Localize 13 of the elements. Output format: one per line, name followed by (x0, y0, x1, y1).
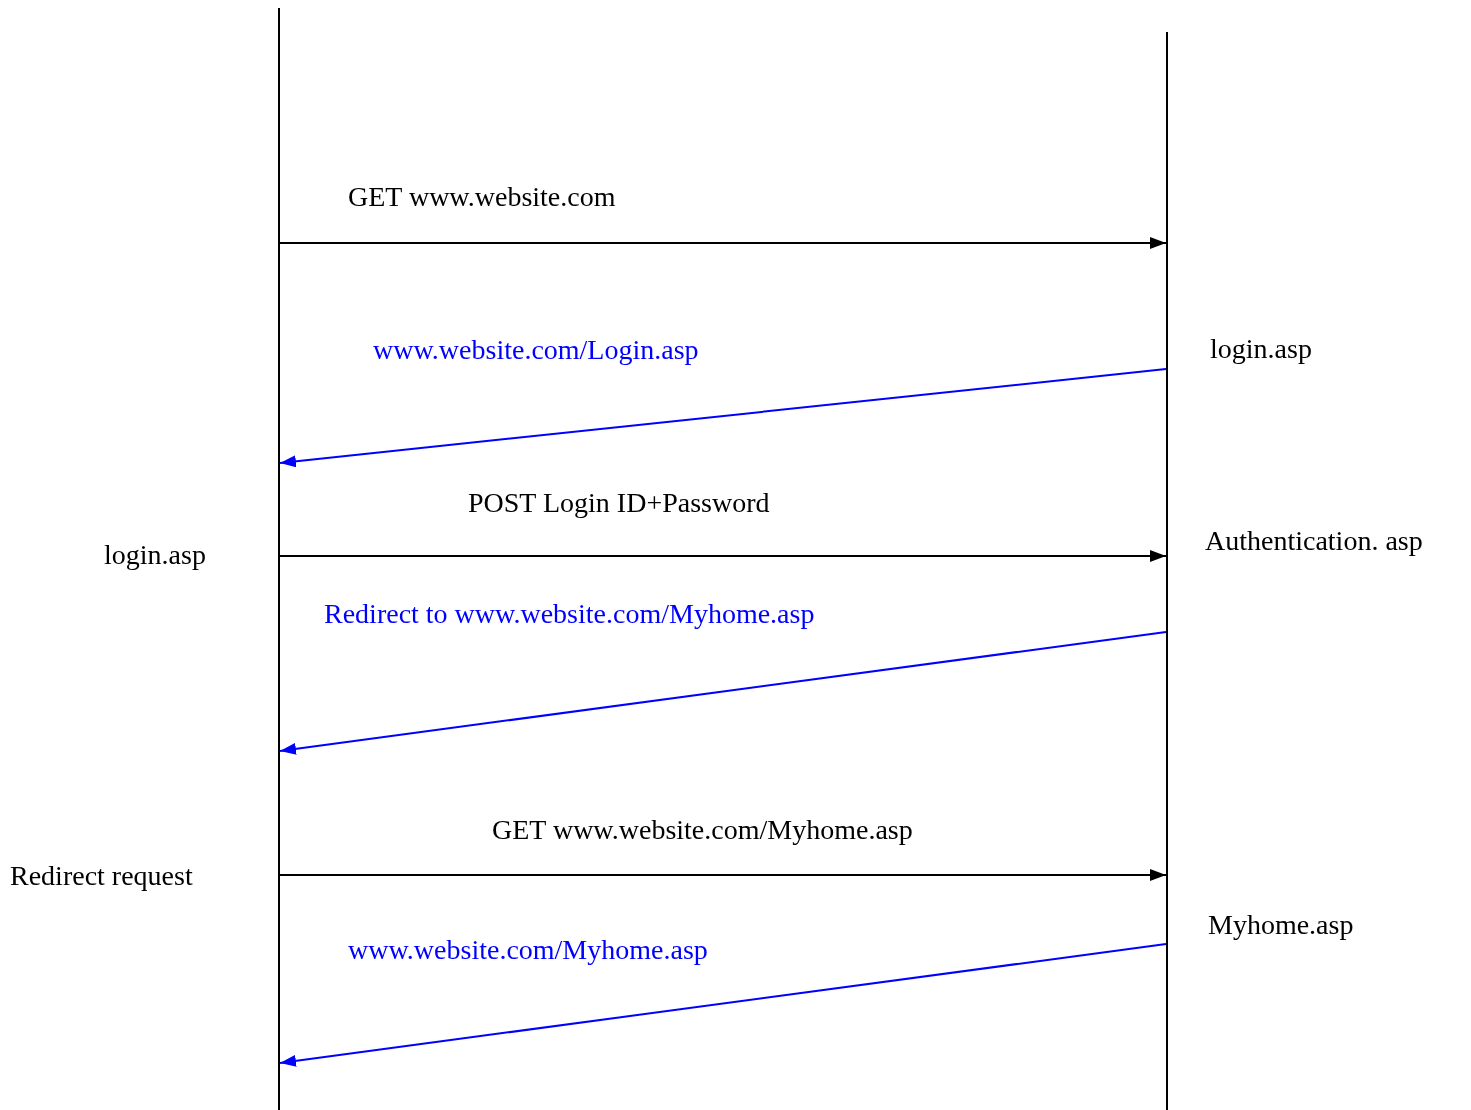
message-arrow (279, 943, 1167, 1067)
annotation-text: Redirect request (10, 860, 193, 892)
message-arrow (279, 550, 1167, 562)
message-arrow (279, 869, 1167, 881)
annotation-text: login.asp (104, 539, 206, 571)
annotation-text: Authentication. asp (1205, 525, 1423, 557)
message-arrow (279, 631, 1167, 755)
message-arrow (279, 237, 1167, 249)
lifeline (1166, 32, 1168, 1110)
message-arrow (279, 368, 1167, 468)
annotation-text: login.asp (1210, 333, 1312, 365)
annotation-text: Myhome.asp (1208, 909, 1354, 941)
lifeline (278, 8, 280, 1110)
